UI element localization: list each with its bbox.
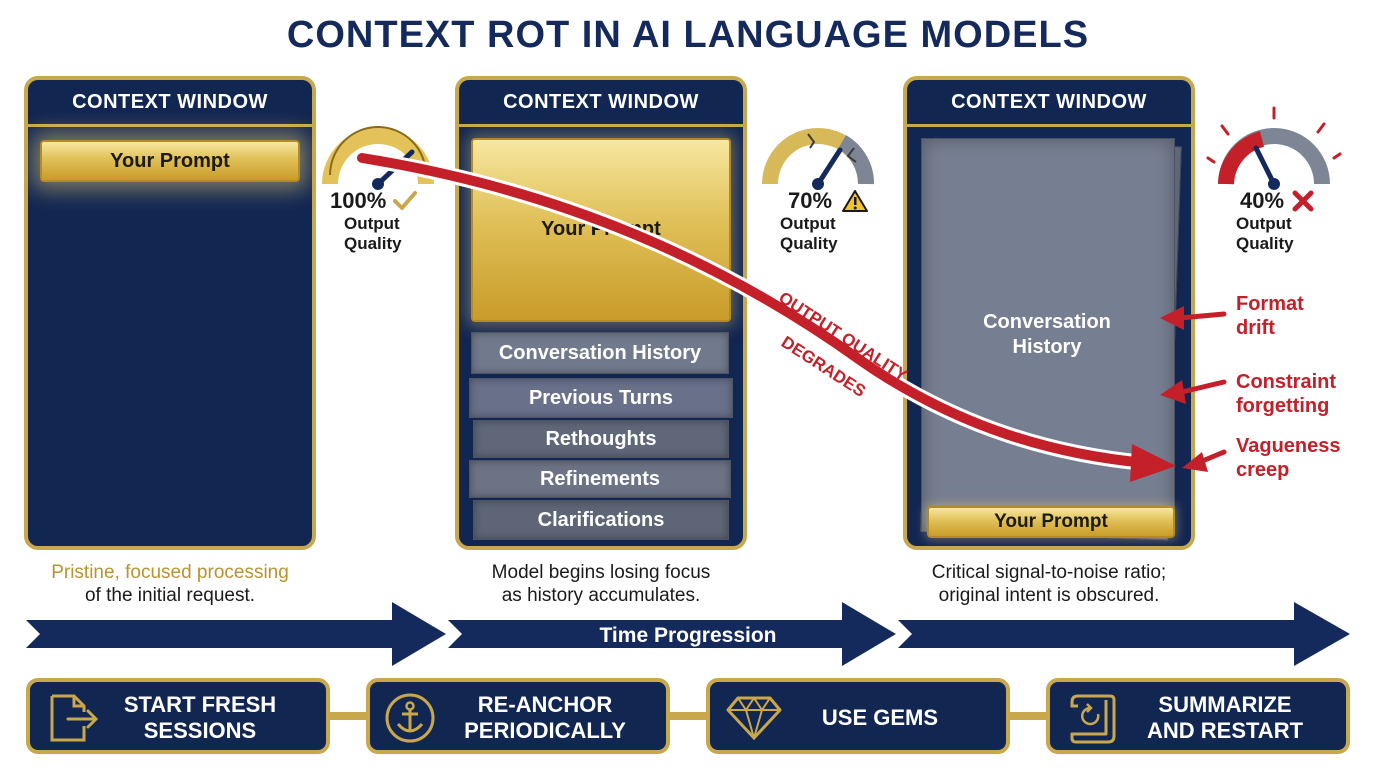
issue-line: forgetting bbox=[1236, 395, 1330, 417]
action-start-fresh-sessions: START FRESH SESSIONS bbox=[26, 678, 330, 754]
degrade-label: OUTPUT QUALITY DEGRADES bbox=[742, 276, 924, 429]
layer-clarifications: Clarifications bbox=[473, 500, 729, 540]
action-line: SESSIONS bbox=[143, 718, 257, 743]
layer-refinements: Refinements bbox=[469, 460, 731, 498]
action-label: USE GEMS bbox=[790, 705, 970, 731]
issue-line: Constraint bbox=[1236, 371, 1336, 393]
context-window-panel-1: CONTEXT WINDOW Your Prompt bbox=[24, 76, 316, 550]
context-window-panel-2: CONTEXT WINDOW Your Prompt Conversation … bbox=[455, 76, 747, 550]
quality-gauge-3 bbox=[1206, 106, 1342, 190]
action-line: RE-ANCHOR bbox=[477, 692, 613, 717]
timeline-arrow-3 bbox=[898, 602, 1350, 666]
history-label: Conversation History bbox=[921, 310, 1173, 360]
gauge-label: Quality bbox=[780, 234, 838, 253]
action-line: USE GEMS bbox=[821, 705, 939, 730]
caption-line: Critical signal-to-noise ratio; bbox=[931, 562, 1167, 583]
action-summarize-and-restart: SUMMARIZE AND RESTART bbox=[1046, 678, 1350, 754]
action-line: SUMMARIZE bbox=[1158, 692, 1292, 717]
context-window-panel-3: CONTEXT WINDOW Conversation History Your… bbox=[903, 76, 1195, 550]
gauge-label: Output bbox=[344, 214, 400, 233]
layer-previous-turns: Previous Turns bbox=[469, 378, 733, 418]
prompt-label: Your Prompt bbox=[541, 218, 661, 240]
quality-gauge-2 bbox=[762, 128, 875, 190]
history-line: History bbox=[1012, 336, 1082, 358]
gauge-1-readout: 100% Output Quality bbox=[330, 188, 450, 254]
panel-heading: CONTEXT WINDOW bbox=[907, 80, 1191, 127]
gauge-percent: 40% bbox=[1240, 188, 1285, 213]
scroll-restart-icon bbox=[1070, 694, 1116, 744]
gauge-percent: 70% bbox=[788, 188, 833, 213]
gauge-label: Quality bbox=[344, 234, 402, 253]
gauge-needle bbox=[375, 149, 415, 187]
layer-conversation-history: Conversation History bbox=[471, 332, 729, 374]
gauge-label: Quality bbox=[1236, 234, 1294, 253]
panel-heading: CONTEXT WINDOW bbox=[28, 80, 312, 127]
gauge-needle bbox=[815, 147, 843, 187]
prompt-block: Your Prompt bbox=[40, 140, 300, 182]
gauge-percent: 100% bbox=[330, 188, 387, 213]
action-connector bbox=[666, 712, 710, 720]
quality-gauge-1 bbox=[322, 126, 434, 190]
layer-rethoughts: Rethoughts bbox=[473, 420, 729, 458]
history-line: Conversation bbox=[983, 311, 1111, 333]
action-line: AND RESTART bbox=[1146, 718, 1304, 743]
action-label: START FRESH SESSIONS bbox=[110, 692, 290, 744]
new-session-icon bbox=[50, 694, 99, 742]
timeline-arrow-2 bbox=[448, 602, 896, 666]
action-label: SUMMARIZE AND RESTART bbox=[1130, 692, 1320, 744]
timeline-arrow-1 bbox=[26, 602, 446, 666]
action-line: PERIODICALLY bbox=[464, 718, 626, 743]
action-line: START FRESH bbox=[123, 692, 277, 717]
action-label: RE-ANCHOR PERIODICALLY bbox=[450, 692, 640, 744]
panel-1-caption: Pristine, focused processing of the init… bbox=[4, 561, 336, 607]
check-icon bbox=[393, 191, 418, 210]
gauge-label: Output bbox=[1236, 214, 1292, 233]
caption-line: original intent is obscured. bbox=[938, 585, 1160, 606]
issue-line: creep bbox=[1236, 459, 1290, 481]
caption-line: of the initial request. bbox=[84, 585, 256, 606]
warning-icon bbox=[842, 190, 869, 212]
gauge-3-readout: 40% Output Quality bbox=[1236, 188, 1356, 254]
issue-vagueness-creep: Vagueness creep bbox=[1236, 434, 1341, 482]
gauge-needle bbox=[1253, 145, 1277, 187]
caption-line: Model begins losing focus bbox=[491, 562, 711, 583]
panel-2-caption: Model begins losing focus as history acc… bbox=[435, 561, 767, 607]
gauge-2-readout: 70% Output Quality bbox=[780, 188, 900, 254]
issue-line: drift bbox=[1236, 317, 1275, 339]
issue-constraint-forgetting: Constraint forgetting bbox=[1236, 370, 1336, 418]
issue-line: Format bbox=[1236, 293, 1304, 315]
panel-heading: CONTEXT WINDOW bbox=[459, 80, 743, 127]
gem-icon bbox=[726, 696, 782, 740]
action-connector bbox=[1006, 712, 1050, 720]
page-title: CONTEXT ROT IN AI LANGUAGE MODELS bbox=[286, 14, 1090, 56]
issue-format-drift: Format drift bbox=[1236, 292, 1304, 340]
panel-3-caption: Critical signal-to-noise ratio; original… bbox=[879, 561, 1219, 607]
action-use-gems: USE GEMS bbox=[706, 678, 1010, 754]
action-re-anchor-periodically: RE-ANCHOR PERIODICALLY bbox=[366, 678, 670, 754]
caption-line: Pristine, focused processing bbox=[51, 562, 289, 583]
gauge-label: Output bbox=[780, 214, 836, 233]
cross-icon bbox=[1292, 190, 1314, 212]
prompt-block: Your Prompt bbox=[927, 506, 1175, 538]
caption-line: as history accumulates. bbox=[501, 585, 701, 606]
timeline-label: Time Progression bbox=[599, 624, 777, 647]
timeline-arrows bbox=[26, 602, 1350, 666]
action-connector bbox=[326, 712, 370, 720]
issue-line: Vagueness bbox=[1236, 435, 1341, 457]
anchor-icon bbox=[385, 693, 435, 743]
prompt-block: Your Prompt bbox=[471, 138, 731, 322]
